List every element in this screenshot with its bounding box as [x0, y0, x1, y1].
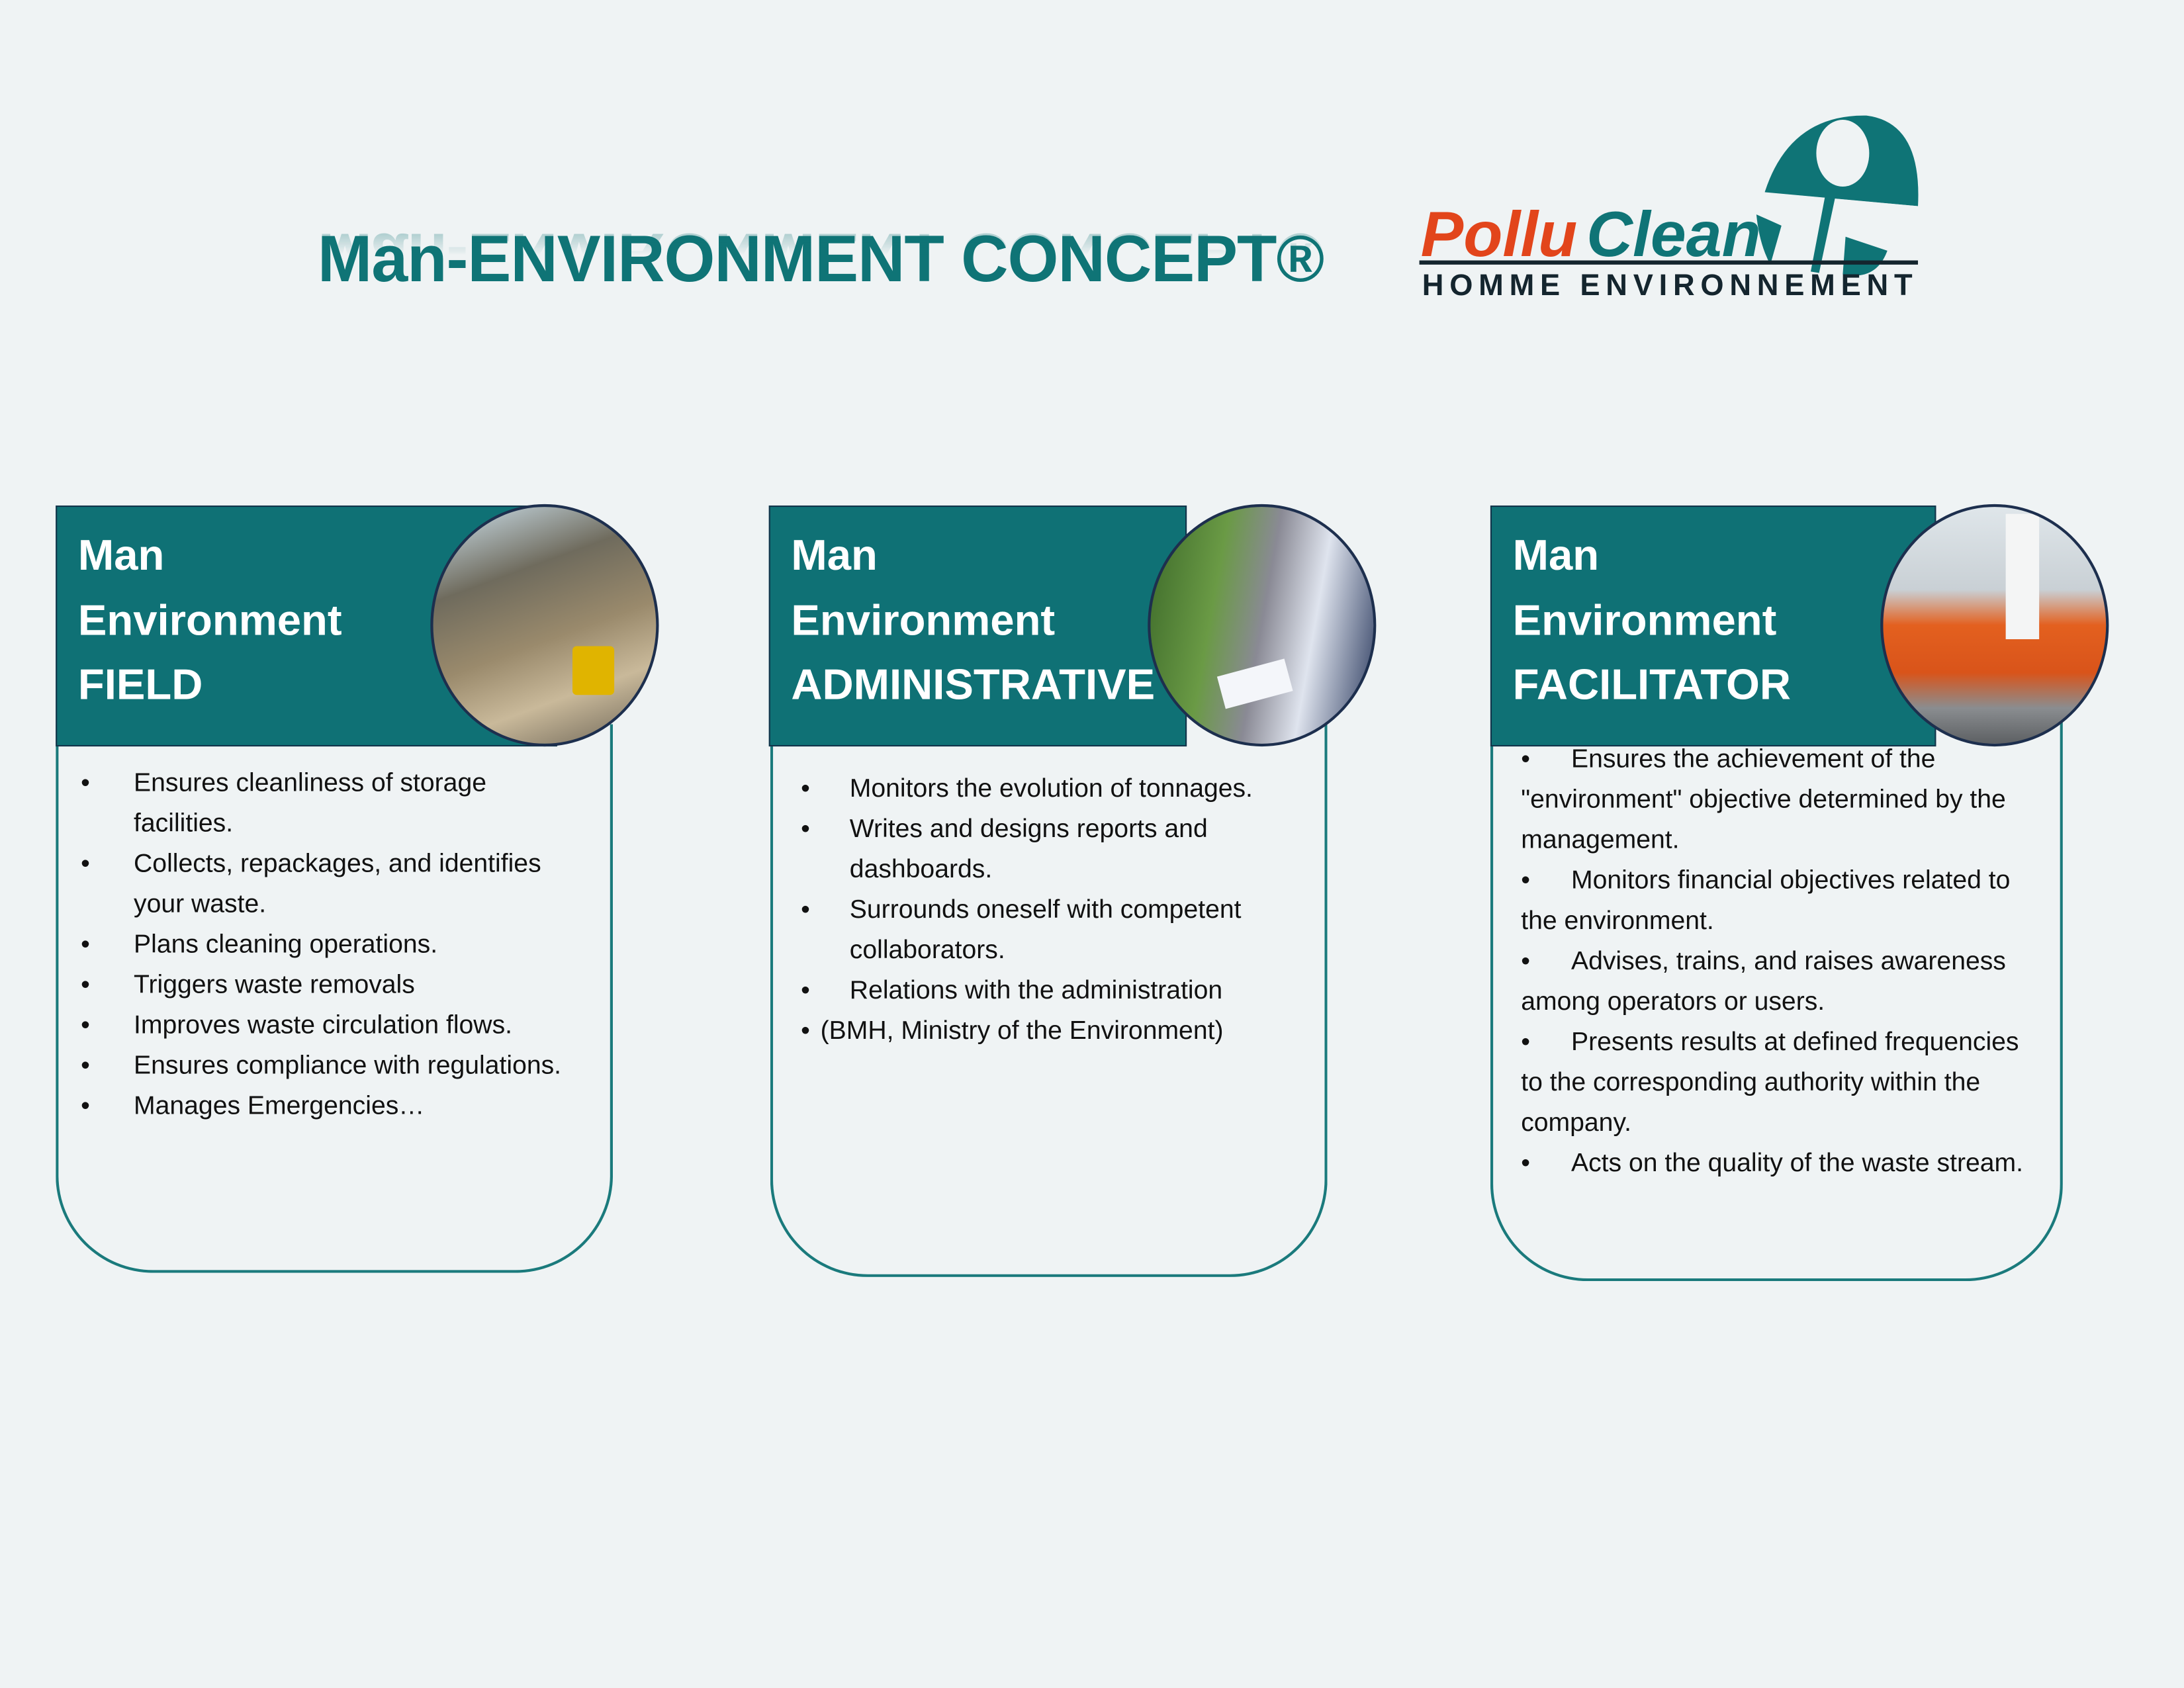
logo-text-pollu: Pollu: [1421, 198, 1578, 270]
list-item: Manages Emergencies…: [56, 1085, 571, 1125]
list-item: •Acts on the quality of the waste stream…: [1521, 1147, 2023, 1177]
workers-photo: [1880, 504, 2109, 747]
list-item: •Ensures the achievement of the "environ…: [1521, 743, 2006, 854]
title-reflection: Man-ENVIRONMENT CONCEPT®: [317, 228, 1324, 294]
list-item: Plans cleaning operations.: [56, 923, 571, 963]
list-item: •Monitors financial objectives related t…: [1521, 864, 2011, 935]
list-item-continuation: (BMH, Ministry of the Environment): [801, 1010, 1302, 1050]
list-item: Triggers waste removals: [56, 963, 571, 1004]
list-item: Collects, repackages, and identifies you…: [56, 842, 571, 923]
warehouse-photo: [430, 504, 659, 747]
logo-tagline: HOMME ENVIRONNEMENT: [1422, 268, 1913, 302]
page-title: Man-ENVIRONMENT CONCEPT®: [317, 221, 1324, 296]
pollu-clean-logo: Pollu Clean HOMME ENVIRONNEMENT: [1414, 111, 1922, 306]
list-item: Surrounds oneself with competent collabo…: [801, 889, 1302, 969]
list-item: Relations with the administration: [801, 969, 1302, 1010]
documents-photo: [1148, 504, 1377, 747]
list-item: Monitors the evolution of tonnages.: [801, 768, 1302, 808]
list-item: Ensures cleanliness of storage facilitie…: [56, 762, 571, 842]
logo-text-clean: Clean: [1586, 198, 1761, 270]
list-item: Writes and designs reports and dashboard…: [801, 808, 1302, 889]
list-item: •Presents results at defined frequencies…: [1521, 1026, 2019, 1137]
list-item: •Advises, trains, and raises awareness a…: [1521, 946, 2006, 1016]
list-item: Improves waste circulation flows.: [56, 1004, 571, 1044]
list-item: Ensures compliance with regulations.: [56, 1044, 571, 1085]
